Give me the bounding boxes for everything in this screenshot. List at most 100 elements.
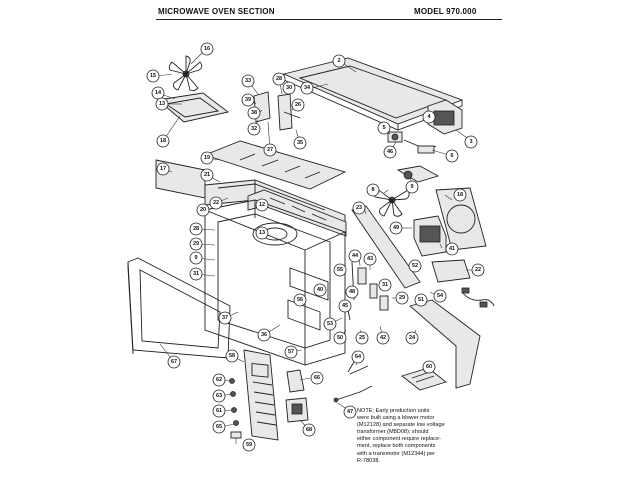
callout-8: 8 [366, 183, 380, 197]
callout-44: 44 [348, 249, 362, 263]
callout-66: 66 [310, 371, 324, 385]
svg-text:9: 9 [194, 255, 197, 261]
svg-text:58: 58 [229, 353, 235, 359]
svg-text:29: 29 [193, 241, 199, 247]
svg-text:53: 53 [327, 321, 333, 327]
callout-18-a: 18 [156, 134, 170, 148]
callout-24: 24 [405, 331, 419, 345]
callout-68: 68 [302, 423, 316, 437]
callout-25: 25 [355, 331, 369, 345]
svg-text:35: 35 [297, 140, 303, 146]
svg-text:49: 49 [393, 225, 399, 231]
svg-text:45: 45 [342, 303, 348, 309]
vent-grille [247, 189, 347, 237]
svg-text:3: 3 [469, 139, 472, 145]
callout-32: 32 [247, 122, 261, 136]
svg-text:6: 6 [450, 153, 453, 159]
svg-text:28: 28 [193, 226, 199, 232]
svg-text:48: 48 [349, 289, 355, 295]
callout-9: 9 [189, 251, 203, 265]
svg-text:40: 40 [317, 287, 323, 293]
svg-text:38: 38 [251, 110, 257, 116]
svg-text:68: 68 [306, 427, 312, 433]
callout-36: 36 [257, 328, 271, 342]
callout-45: 45 [338, 299, 352, 313]
svg-text:8: 8 [371, 187, 374, 193]
svg-text:54: 54 [437, 293, 444, 299]
callout-65: 65 [212, 420, 226, 434]
callout-15: 15 [146, 69, 160, 83]
svg-text:17: 17 [160, 166, 166, 172]
bottom-side-panel [409, 299, 481, 389]
filter-bar [401, 367, 447, 391]
callout-62: 62 [212, 373, 226, 387]
callout-29-b: 29 [395, 291, 409, 305]
callout-58: 58 [225, 349, 239, 363]
wire-harness [461, 287, 495, 308]
callout-5: 5 [377, 121, 391, 135]
note-line: R-78038. [357, 457, 381, 464]
callout-53: 53 [323, 317, 337, 331]
callout-51: 51 [414, 293, 428, 307]
svg-text:29: 29 [399, 295, 405, 301]
callout-27: 27 [263, 143, 277, 157]
callout-42: 42 [376, 331, 390, 345]
note-line: NOTE: Early production units [357, 408, 430, 414]
callout-55: 55 [333, 263, 347, 277]
svg-text:30: 30 [286, 85, 292, 91]
svg-text:14: 14 [155, 90, 162, 96]
svg-text:52: 52 [412, 263, 418, 269]
svg-text:36: 36 [261, 332, 267, 338]
callout-30: 30 [282, 81, 296, 95]
svg-text:34: 34 [304, 85, 311, 91]
svg-text:55: 55 [337, 267, 343, 273]
callout-22-b: 22 [471, 263, 485, 277]
svg-text:2: 2 [337, 58, 340, 64]
svg-text:61: 61 [216, 408, 222, 414]
callout-47: 47 [343, 405, 357, 419]
callout-34: 34 [300, 81, 314, 95]
callout-26: 26 [291, 98, 305, 112]
svg-text:15: 15 [150, 73, 156, 79]
note-line: with a transmotor (M12344) per [357, 450, 436, 457]
callout-38: 38 [247, 106, 261, 120]
svg-text:4: 4 [427, 114, 431, 120]
callout-37: 37 [218, 311, 232, 325]
callout-14: 14 [151, 86, 165, 100]
callout-63: 63 [212, 389, 226, 403]
svg-text:24: 24 [409, 335, 416, 341]
callout-22: 22 [209, 196, 223, 210]
note-line: (M12128) and separate low voltage [357, 422, 445, 429]
svg-text:63: 63 [216, 393, 222, 399]
callout-3: 3 [464, 135, 478, 149]
svg-text:5: 5 [382, 125, 385, 131]
svg-text:22: 22 [475, 267, 481, 273]
callout-28-a: 28 [189, 222, 203, 236]
svg-text:41: 41 [449, 246, 455, 252]
callout-33: 33 [241, 74, 255, 88]
callout-29: 29 [189, 237, 203, 251]
motor-with-mount [396, 165, 440, 183]
diode-capacitor-small-parts [387, 131, 437, 154]
callout-49: 49 [389, 221, 403, 235]
callout-52: 52 [408, 259, 422, 273]
svg-text:56: 56 [297, 297, 303, 303]
callout-23: 23 [352, 201, 366, 215]
callout-60: 60 [422, 360, 436, 374]
svg-text:59: 59 [246, 442, 252, 448]
svg-text:28: 28 [276, 76, 282, 82]
small-bracket-plate [156, 92, 230, 123]
svg-text:46: 46 [387, 149, 393, 155]
control-panel-board [243, 349, 279, 441]
control-panel-top-strip [203, 140, 347, 190]
high-voltage-transformer [413, 215, 447, 257]
keypad-switch-modules [285, 369, 309, 423]
svg-text:67: 67 [171, 359, 177, 365]
svg-text:64: 64 [355, 354, 362, 360]
callout-40: 40 [313, 283, 327, 297]
svg-text:31: 31 [382, 282, 388, 288]
callout-56: 56 [293, 293, 307, 307]
svg-text:39: 39 [245, 97, 251, 103]
svg-text:31: 31 [193, 271, 199, 277]
